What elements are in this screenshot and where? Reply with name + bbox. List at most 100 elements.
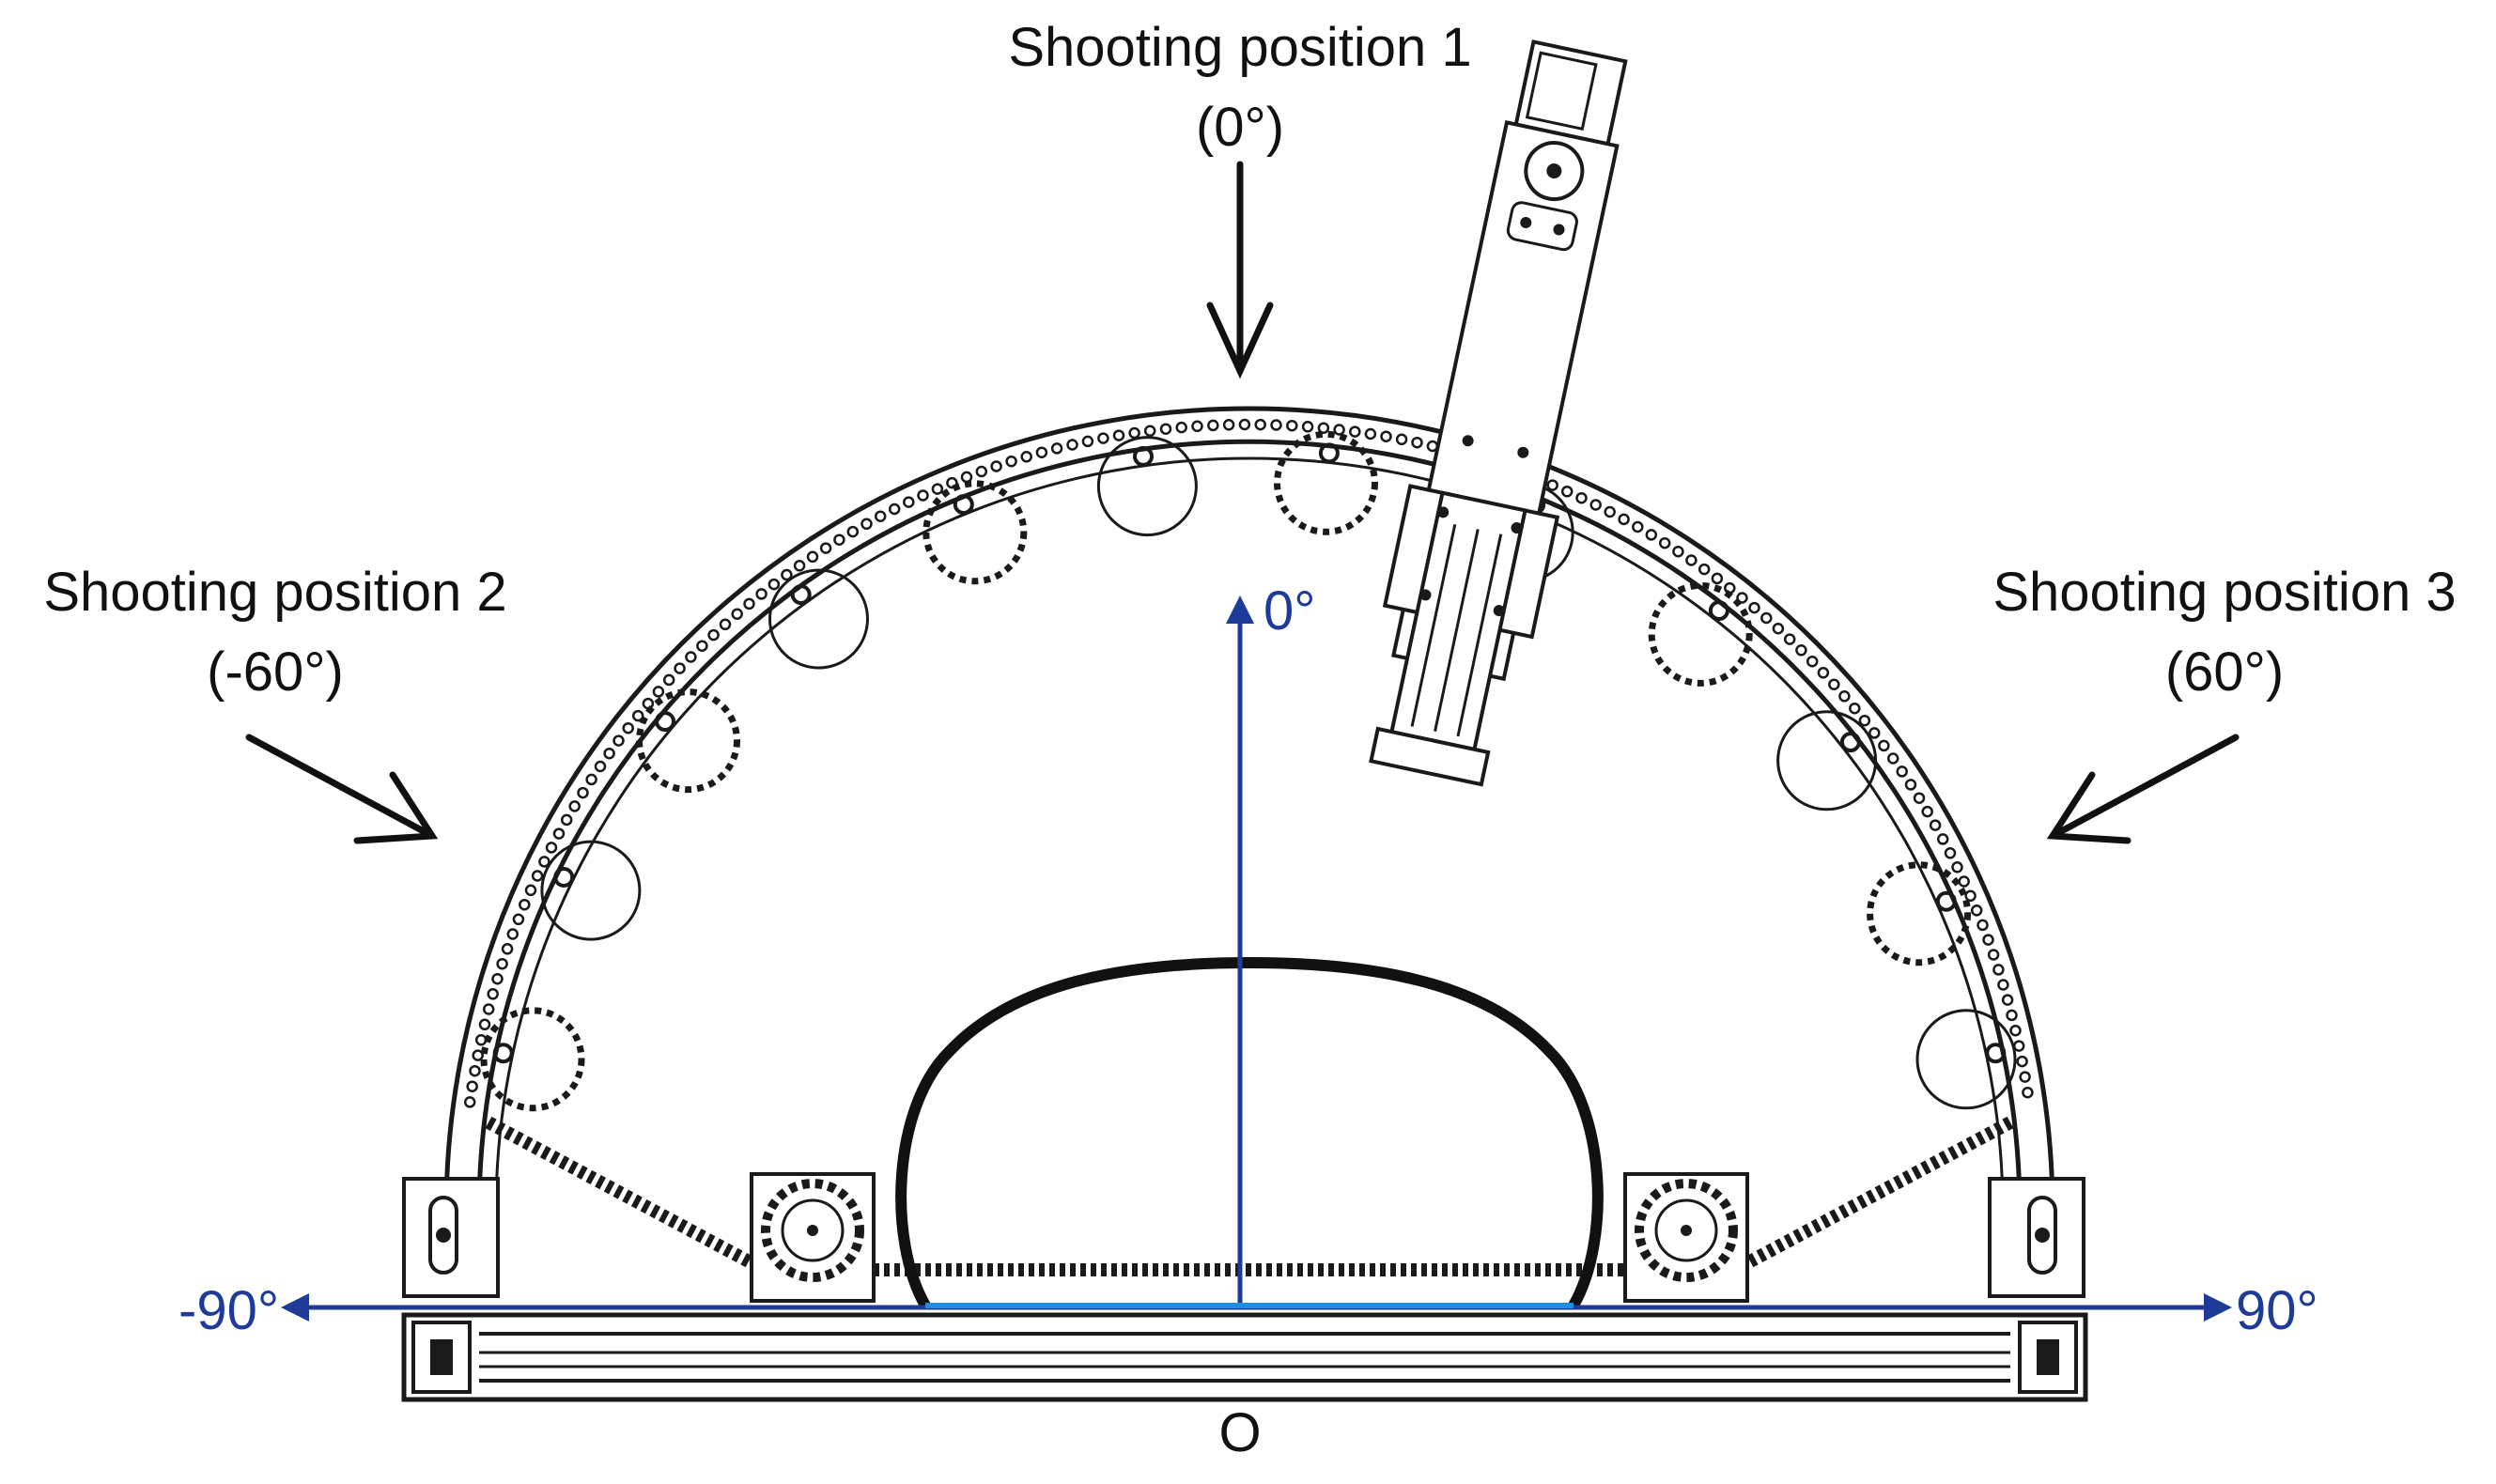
chain-link: [1270, 419, 1282, 431]
chain-link: [1175, 421, 1187, 434]
chain-link: [1254, 418, 1266, 431]
guide-sprocket: [1274, 430, 1378, 535]
arrow-position-2: [245, 734, 439, 844]
chain-link: [552, 827, 566, 840]
chain-link: [463, 1096, 476, 1108]
chain-link: [1589, 499, 1602, 511]
chain-link: [1886, 752, 1899, 765]
chain-link: [1685, 554, 1698, 566]
chain-link: [1987, 949, 2000, 961]
chain-link: [1207, 419, 1219, 432]
chain-link: [1395, 433, 1408, 446]
chain-link: [2001, 994, 2014, 1006]
axis-label-neg90: -90°: [178, 1280, 279, 1341]
chain-link: [793, 560, 806, 572]
chain-link: [1760, 611, 1773, 625]
chain-link: [806, 550, 819, 564]
axis-label-pos90: 90°: [2236, 1280, 2318, 1341]
chain-link: [501, 943, 514, 955]
chain-link: [1992, 964, 2005, 976]
chain-link: [755, 588, 767, 600]
chain-link: [585, 773, 597, 786]
chain-link: [2012, 1040, 2025, 1052]
chain-link: [1828, 678, 1840, 690]
chain-link: [990, 460, 1002, 472]
chain-link: [1632, 520, 1644, 533]
position-2-title: Shooting position 2: [43, 562, 506, 623]
chain-link: [506, 928, 519, 940]
chain-link: [960, 471, 973, 484]
chain-link: [1349, 425, 1361, 438]
chain-link: [1005, 455, 1017, 468]
chain-link: [917, 489, 929, 502]
chain-link: [1977, 919, 1989, 932]
chain-link: [603, 747, 615, 760]
chain-link: [1736, 592, 1748, 604]
right-end-block: [1988, 1177, 2085, 1298]
outer-rail: [443, 406, 2055, 1213]
chain-link: [1951, 861, 1963, 873]
chain-link: [1081, 435, 1094, 448]
chain-link: [833, 533, 845, 546]
chain-link: [2006, 1009, 2018, 1022]
chain-link: [652, 686, 665, 698]
chain-link: [1097, 432, 1109, 444]
chain-link: [975, 465, 988, 478]
chain-link: [674, 662, 686, 674]
left-drive-chain: [485, 1116, 765, 1275]
inner-rail-2: [494, 456, 2005, 1213]
chain-link: [487, 988, 499, 1000]
chain-link: [2009, 1024, 2022, 1037]
chain-link: [1982, 934, 1994, 946]
right-drive-sprocket: [1623, 1172, 1749, 1303]
chain-link: [819, 542, 832, 554]
chain-link: [1772, 622, 1785, 635]
chain-link: [874, 510, 887, 522]
chain-link: [1711, 572, 1724, 585]
chain-link: [2019, 1071, 2031, 1083]
chain-link: [466, 1080, 478, 1092]
chain-link: [1050, 442, 1063, 455]
chain-link: [612, 734, 625, 747]
guide-sprocket: [636, 688, 740, 794]
chain-link: [1921, 805, 1933, 818]
chain-link: [524, 884, 537, 897]
chain-link: [1944, 847, 1957, 859]
position-3-title: Shooting position 3: [1992, 562, 2456, 623]
chain-link: [1970, 904, 1983, 917]
chain-link: [631, 709, 644, 722]
chain-link: [685, 651, 697, 663]
chain-link: [1301, 421, 1314, 433]
guide-sprockets: [480, 430, 2017, 1112]
chain-link: [946, 476, 958, 489]
chain-link: [531, 870, 544, 882]
chain-link: [1783, 633, 1796, 645]
chain-link: [1380, 430, 1392, 442]
chain-link: [1849, 702, 1861, 715]
guide-sprocket: [540, 840, 642, 941]
chain-link: [1020, 451, 1032, 463]
chain-link: [1128, 426, 1140, 440]
guide-sprocket: [922, 480, 1028, 585]
chain-link: [560, 813, 573, 827]
chain-link: [1066, 439, 1078, 451]
arrow-position-1: [1206, 161, 1274, 379]
chain-link: [538, 856, 550, 868]
chain-link: [491, 972, 504, 985]
arrow-position-3: [2046, 734, 2240, 844]
left-drive-sprocket: [750, 1172, 876, 1303]
chain-link: [1317, 422, 1330, 434]
chain-link: [1904, 779, 1917, 791]
chain-link: [1672, 545, 1684, 558]
chain-link: [1112, 429, 1125, 441]
chain-link: [1575, 491, 1588, 504]
chain-link: [519, 898, 531, 911]
chain-link: [1604, 505, 1616, 518]
camera-arm: [1369, 39, 1628, 787]
chain-link: [846, 525, 860, 538]
chain-link: [1238, 418, 1251, 431]
chain-link: [568, 800, 581, 812]
chain-link: [1806, 655, 1819, 668]
chain-link: [1795, 644, 1807, 657]
